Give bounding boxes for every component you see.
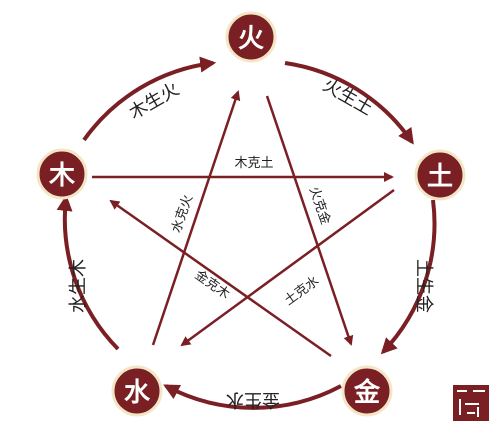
arc-water-to-wood xyxy=(56,194,120,351)
node-fire: 火 xyxy=(225,11,277,63)
generating-cycle xyxy=(56,56,437,410)
arrow-water-controls-fire xyxy=(151,90,241,346)
arc-fire-to-earth xyxy=(284,61,414,145)
arc-wood-to-fire xyxy=(82,56,217,142)
label-wood-controls-earth: 木克土 xyxy=(234,156,273,171)
node-water-label: 水 xyxy=(124,378,151,408)
node-earth-label: 土 xyxy=(427,162,453,192)
node-earth: 土 xyxy=(414,149,466,201)
arrow-metal-controls-wood xyxy=(109,199,332,358)
arrow-earth-controls-water xyxy=(180,188,395,347)
controlling-cycle xyxy=(92,90,395,358)
label-metal-generates-water: 金生水 xyxy=(226,389,280,410)
label-wood-generates-fire: 木生火 xyxy=(126,79,183,124)
label-earth-generates-metal: 土生金 xyxy=(413,259,434,313)
arc-metal-to-water xyxy=(163,384,342,410)
node-wood: 木 xyxy=(36,148,88,200)
label-water-generates-wood: 水生木 xyxy=(68,259,89,313)
arrow-fire-controls-metal xyxy=(265,95,354,346)
node-fire-label: 火 xyxy=(238,24,264,54)
node-water: 水 xyxy=(111,365,163,417)
seal-stamp xyxy=(453,385,489,421)
node-metal-label: 金 xyxy=(353,377,381,408)
label-earth-controls-water: 土克水 xyxy=(282,274,322,309)
node-metal: 金 xyxy=(341,365,393,417)
node-wood-label: 木 xyxy=(48,161,75,191)
label-fire-generates-earth: 火生土 xyxy=(319,75,376,120)
arc-earth-to-metal xyxy=(380,199,437,355)
